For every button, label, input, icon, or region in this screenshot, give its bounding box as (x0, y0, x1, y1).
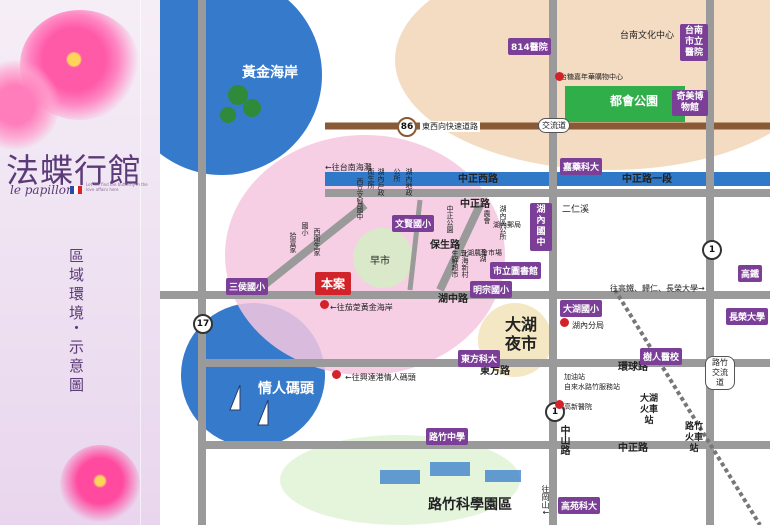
poi-col-h: 西衛生家 (313, 228, 321, 256)
wenxian-es-label: 文賢國小 (392, 215, 435, 232)
river-band (325, 172, 770, 186)
chimei-museum-label: 奇美博物館 (672, 90, 708, 116)
direction-label-south: 往岡山↓ (541, 485, 550, 516)
poi-col-g: 國小 (301, 222, 309, 236)
direction-label-wharf: ←往興達港情人碼頭 (345, 373, 416, 382)
poi-col-l: 中正公園 (446, 205, 454, 233)
route-86-shield: 86 (397, 117, 417, 137)
gaoyuan-tech-label: 高苑科大 (558, 497, 601, 514)
culture-center-label: 台南文化中心 (620, 31, 675, 41)
gas-poi: 加油站 (564, 373, 585, 381)
library-label: 市立圖書館 (490, 262, 542, 279)
road-label-baosheng: 保生路 (430, 240, 460, 251)
post-poi: 湖內郵局 (493, 221, 521, 229)
flag-icon (70, 186, 82, 194)
road-label-huannan: 環球路 (618, 362, 648, 373)
hospital-814-label: 814醫院 (508, 38, 551, 55)
brand-caption-2: ・示意圖 (67, 320, 85, 396)
direction-label-gold-coast: ←往茄萣黃金海岸 (330, 303, 393, 312)
direction-label-north: ←往台南海灘 (325, 163, 372, 172)
dahu-station-label: 大湖火車站 (639, 394, 658, 426)
road-label-huzhong: 湖中路 (438, 294, 468, 305)
poi-col-i: 五湖 (479, 248, 487, 262)
poi-col-e: 湖內地政 (405, 168, 413, 196)
dongfang-tech-label: 東方科大 (458, 350, 501, 367)
morning-market-zone (353, 228, 413, 288)
brand-tagline: Let me find the butterfly in the love af… (86, 182, 148, 192)
luzhu-interchange-label: 路竹交流道 (705, 356, 735, 390)
gaotie-label: 高鐵 (738, 265, 763, 282)
brand-title: 法蝶行館 (6, 151, 142, 190)
metro-park-green (565, 86, 685, 122)
poi-col-k: 生鮮超市 (451, 250, 459, 278)
hospital-poi: 高新醫院 (564, 403, 592, 411)
interchange-label: 交流道 (538, 118, 570, 133)
dahu-es-label: 大湖國小 (560, 300, 603, 317)
changrong-label: 長榮大學 (726, 308, 769, 325)
shuren-label: 樹人醫校 (640, 348, 683, 365)
river-label: 二仁溪 (562, 205, 590, 215)
map[interactable]: 黃金海岸 情人碼頭 大湖夜市 路竹科學園區 都會公園 台南文化中心 早市 本案 … (160, 0, 770, 525)
luzhu-station-label: 路竹火車站 (684, 422, 703, 454)
pin-icon (555, 72, 564, 81)
road-label-zhongshan: 中山路 (558, 425, 569, 455)
mingde-es-label: 明宗國小 (470, 281, 513, 298)
route-17-shield: 17 (193, 314, 213, 334)
pin-icon (332, 370, 341, 379)
hunei-branch-poi: 湖內分局 (572, 321, 604, 330)
poi-col-d: 公所 (393, 168, 401, 182)
golden-coast-label: 黃金海岸 (242, 65, 298, 81)
route-1-shield-east: 1 (702, 240, 722, 260)
poi-col-b: 衛生所 (367, 168, 375, 189)
poi-col-a: 西立文賢國中 (356, 178, 364, 220)
flower-icon (60, 445, 140, 525)
water-poi: 自來水路竹服務站 (564, 383, 620, 391)
road-label-zhongzheng: 中正路 (460, 199, 490, 210)
luzhu-jh-label: 路竹中學 (426, 428, 469, 445)
lovers-wharf-label: 情人碼頭 (258, 381, 314, 397)
poi-col-n: 農會 (483, 210, 491, 224)
hunei-jh-label: 湖內國中 (530, 203, 552, 251)
poi-col-f: 拾壹家 (289, 232, 297, 253)
road-label-dongfang: 東方路 (480, 366, 510, 377)
morning-market-label: 早市 (370, 256, 390, 267)
pin-icon (555, 400, 564, 409)
night-market-label: 大湖夜市 (505, 315, 538, 353)
direction-label-east: 往高鐵、歸仁、長榮大學→ (610, 284, 705, 293)
pin-icon (320, 300, 329, 309)
science-park-label: 路竹科學園區 (428, 497, 512, 513)
sanhou-es-label: 三侯國小 (226, 278, 269, 295)
metro-park-label: 都會公園 (610, 94, 659, 108)
tainan-hospital-label: 台南市立醫院 (680, 24, 708, 61)
expressway-label: 東西向快速道路 (420, 121, 480, 132)
road-label-zhongzheng-s: 中正路 (618, 443, 648, 454)
road-diagonal-2 (436, 203, 484, 292)
road-label-zhongzheng-1: 中正路一段 (622, 174, 672, 185)
poi-col-c: 湖內戶政 (377, 168, 385, 196)
market-poi: 五湖農會市場 (460, 249, 502, 257)
poi-col-j: 北海新村 (461, 250, 469, 278)
road-label-zhongzheng-w: 中正西路 (458, 174, 498, 185)
brand-caption-1: 區域環境 (67, 248, 85, 324)
road-diagonal (255, 201, 368, 294)
map-canvas (160, 0, 770, 525)
poi-col-m: 湖內區公所 (499, 205, 507, 240)
brand-panel: 法蝶行館 le papillon Let me find the butterf… (0, 0, 160, 525)
brand-subtitle: le papillon (10, 183, 74, 197)
pinglan-poi: 台糖嘉年華購物中心 (560, 73, 623, 81)
jianan-tech-label: 嘉藥科大 (560, 158, 603, 175)
pin-icon (560, 318, 569, 327)
project-label[interactable]: 本案 (315, 272, 352, 295)
